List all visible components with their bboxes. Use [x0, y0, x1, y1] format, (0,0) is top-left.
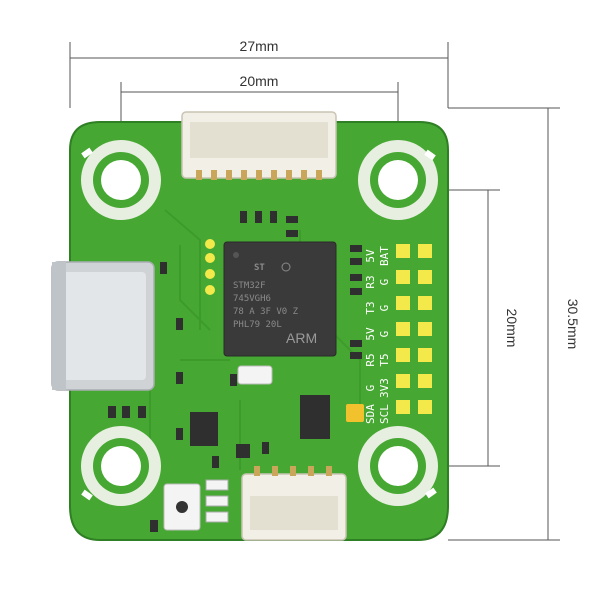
label-scl: SCL [378, 404, 391, 424]
smd-components [108, 211, 362, 532]
top-connector [181, 111, 337, 180]
label-3v3: 3V3 [378, 378, 391, 398]
status-leds [205, 479, 229, 523]
mcu-line-1: STM32F [233, 281, 266, 291]
mounting-hole-top-left [81, 140, 161, 220]
label-5v-top: 5V [364, 249, 377, 263]
label-g-4: G [364, 385, 377, 392]
mcu-arch-logo: ARM [286, 330, 317, 346]
mcu-line-2: 745VGH6 [233, 294, 271, 304]
label-5v-mid: 5V [364, 327, 377, 341]
label-g-3: G [378, 331, 391, 338]
label-g-1: G [378, 279, 391, 286]
boot-button [163, 483, 201, 531]
led-column [205, 239, 215, 295]
dim-height-inner: 20mm [504, 309, 520, 348]
mounting-hole-top-right [358, 140, 438, 220]
mcu-chip: ST STM32F 745VGH6 78 A 3F V0 Z PHL79 20L… [223, 241, 337, 357]
mcu-line-3: 78 A 3F V0 Z [233, 307, 299, 317]
mounting-hole-bottom-right [358, 426, 438, 506]
label-t3: T3 [364, 301, 377, 314]
dim-width-inner: 20mm [240, 73, 279, 89]
label-r5: R5 [364, 353, 377, 366]
label-sda: SDA [364, 404, 377, 424]
bottom-connector [241, 466, 347, 541]
registered-mark-icon [281, 262, 291, 272]
mcu-line-4: PHL79 20L [233, 320, 282, 330]
mounting-hole-bottom-left [81, 426, 161, 506]
label-bat: BAT [378, 246, 391, 266]
usb-c-port [51, 261, 155, 391]
crystal-oscillator [237, 365, 273, 385]
dim-width-outer: 27mm [240, 38, 279, 54]
label-r3: R3 [364, 275, 377, 288]
label-g-2: G [378, 305, 391, 312]
silkscreen-labels: BAT 5V G R3 G T3 G 5V T5 R5 3V3 G SCL SD… [364, 246, 391, 424]
st-logo: ST [254, 263, 265, 273]
yellow-capacitor [346, 404, 364, 422]
solder-pads [396, 244, 432, 414]
label-t5: T5 [378, 353, 391, 366]
dim-height-outer: 30.5mm [565, 299, 581, 350]
